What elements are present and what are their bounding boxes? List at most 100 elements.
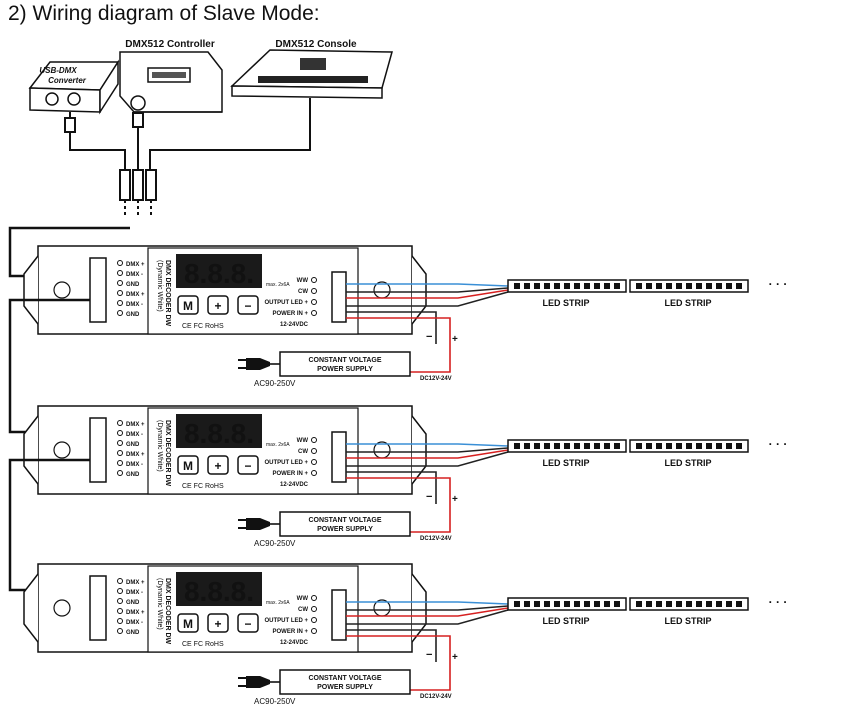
dc-voltage-label: DC12V-24V — [420, 694, 452, 700]
power-plus-wire — [346, 477, 451, 533]
led-chip — [726, 283, 732, 289]
terminal-pin — [311, 299, 317, 305]
led-chip — [564, 283, 570, 289]
plus-marker: + — [452, 334, 458, 345]
led-chip — [686, 443, 692, 449]
led-chip — [676, 443, 682, 449]
decoder-button[interactable] — [177, 613, 199, 633]
led-chip — [716, 283, 722, 289]
terminal-pin — [311, 606, 317, 612]
led-chip — [646, 283, 652, 289]
minus-marker: − — [426, 331, 432, 343]
right-terminal-label: WW — [297, 278, 309, 284]
left-terminal-label: DMX + — [126, 262, 145, 268]
left-terminal-label: DMX - — [126, 272, 143, 278]
mount-ear-left — [23, 415, 39, 485]
dc-voltage-label: DC12V-24V — [420, 376, 452, 382]
left-terminal-block — [89, 257, 107, 323]
left-terminal-label: DMX + — [126, 422, 145, 428]
output-wire — [346, 607, 509, 617]
decoder-button[interactable] — [207, 613, 229, 633]
terminal-pin — [117, 450, 123, 456]
terminal-pin — [117, 598, 123, 604]
led-chip — [706, 283, 712, 289]
led-chip — [614, 283, 620, 289]
display-digits: 8.8.8. — [184, 258, 254, 289]
right-terminal-label: 12-24VDC — [280, 482, 309, 488]
led-chip — [534, 443, 540, 449]
left-terminal-label: GND — [126, 630, 140, 636]
led-chip — [656, 283, 662, 289]
led-chip — [574, 443, 580, 449]
terminal-pin — [117, 430, 123, 436]
led-chip — [594, 283, 600, 289]
terminal-pin — [117, 618, 123, 624]
decoder-button[interactable] — [237, 295, 259, 315]
power-supply-label-2: POWER SUPPLY — [317, 366, 373, 373]
strip-continuation: · · · — [769, 437, 788, 451]
output-wire — [346, 289, 509, 299]
led-chip — [726, 601, 732, 607]
right-terminal-label: 12-24VDC — [280, 322, 309, 328]
left-terminal-label: GND — [126, 312, 140, 318]
decoder-button-label: − — [244, 617, 251, 631]
terminal-pin — [311, 288, 317, 294]
led-chip — [604, 601, 610, 607]
led-chip — [736, 601, 742, 607]
plug-prongs — [238, 677, 246, 687]
decoder-button-label: M — [183, 459, 193, 473]
led-chip — [534, 283, 540, 289]
decoder-name: DMX DECODER DW — [164, 260, 171, 327]
right-terminal-label: CW — [298, 289, 308, 295]
power-supply-label-2: POWER SUPPLY — [317, 526, 373, 533]
output-wire — [346, 605, 509, 611]
decoder-button[interactable] — [177, 455, 199, 475]
led-chip — [636, 283, 642, 289]
right-terminal-label: 12-24VDC — [280, 640, 309, 646]
led-chip — [524, 283, 530, 289]
led-chip — [604, 443, 610, 449]
led-chip — [574, 601, 580, 607]
led-chip — [514, 601, 520, 607]
plus-marker: + — [452, 652, 458, 663]
left-terminal-label: DMX - — [126, 432, 143, 438]
decoder-button[interactable] — [207, 455, 229, 475]
led-chip — [686, 283, 692, 289]
usb-dmx-label-1: USB-DMX — [39, 66, 77, 75]
decoder-button[interactable] — [237, 455, 259, 475]
terminal-pin — [117, 270, 123, 276]
output-wire — [346, 601, 509, 605]
terminal-pin — [117, 310, 123, 316]
decoder-button[interactable] — [207, 295, 229, 315]
terminal-pin — [117, 440, 123, 446]
led-chip — [524, 601, 530, 607]
left-terminal-label: DMX - — [126, 462, 143, 468]
left-terminal-label: GND — [126, 282, 140, 288]
decoder-button[interactable] — [237, 613, 259, 633]
screw-hole — [53, 599, 71, 617]
led-display — [176, 572, 262, 606]
output-wire — [346, 287, 509, 293]
decoder-name: DMX DECODER DW — [164, 420, 171, 487]
led-chip — [706, 601, 712, 607]
terminal-pin — [117, 608, 123, 614]
terminal-pin — [311, 470, 317, 476]
led-chip — [544, 283, 550, 289]
led-chip — [514, 283, 520, 289]
terminal-pin — [311, 277, 317, 283]
terminal-pin — [311, 448, 317, 454]
led-chip — [646, 443, 652, 449]
power-plus-wire — [346, 635, 451, 691]
mount-ear-right — [411, 255, 427, 325]
led-chip — [716, 601, 722, 607]
output-wire — [346, 451, 509, 467]
decoder-button[interactable] — [177, 295, 199, 315]
led-chip — [514, 443, 520, 449]
power-supply-label-1: CONSTANT VOLTAGE — [308, 675, 381, 682]
led-chip — [564, 443, 570, 449]
led-chip — [636, 601, 642, 607]
led-display — [176, 254, 262, 288]
